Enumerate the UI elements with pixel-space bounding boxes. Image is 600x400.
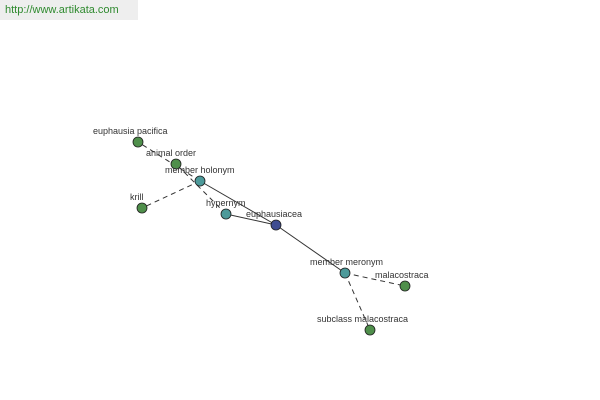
label-euphausiacea[interactable]: euphausiacea (246, 209, 302, 219)
nodes-layer (132, 136, 411, 336)
node-animal-order[interactable] (170, 158, 182, 170)
labels-layer: euphausiacea member holonym hypernym member… (93, 126, 429, 324)
edge-euphausiacea-to-hypernym (225, 213, 277, 226)
node-euphausiacea[interactable] (270, 219, 282, 231)
url-banner: http://www.artikata.com (0, 0, 138, 20)
node-subclass-malacostraca[interactable] (364, 324, 376, 336)
edge-hypernym-to-animal-order (175, 163, 227, 215)
label-member-meronym[interactable]: member meronym (310, 257, 383, 267)
edge-member-holonym-to-euphausia-pacifica (137, 141, 201, 182)
edge-member-holonym-to-krill (141, 180, 201, 209)
label-krill[interactable]: krill (130, 192, 144, 202)
edges-layer (137, 141, 406, 331)
edge-euphausiacea-to-member-holonym (199, 180, 277, 226)
node-krill[interactable] (136, 202, 148, 214)
label-subclass-malacostraca[interactable]: subclass malacostraca (317, 314, 408, 324)
label-animal-order[interactable]: animal order (146, 148, 196, 158)
node-member-meronym[interactable] (339, 267, 351, 279)
label-malacostraca[interactable]: malacostraca (375, 270, 429, 280)
label-member-holonym[interactable]: member holonym (165, 165, 235, 175)
site-url-link[interactable]: http://www.artikata.com (5, 4, 119, 16)
node-hypernym[interactable] (220, 208, 232, 220)
edge-member-meronym-to-malacostraca (344, 272, 406, 287)
node-member-holonym[interactable] (194, 175, 206, 187)
label-hypernym[interactable]: hypernym (206, 198, 246, 208)
label-euphausia-pacifica[interactable]: euphausia pacifica (93, 126, 168, 136)
edge-member-meronym-to-subclass-malacostraca (344, 272, 371, 331)
edge-euphausiacea-to-member-meronym (275, 224, 346, 274)
node-euphausia-pacifica[interactable] (132, 136, 144, 148)
node-malacostraca[interactable] (399, 280, 411, 292)
